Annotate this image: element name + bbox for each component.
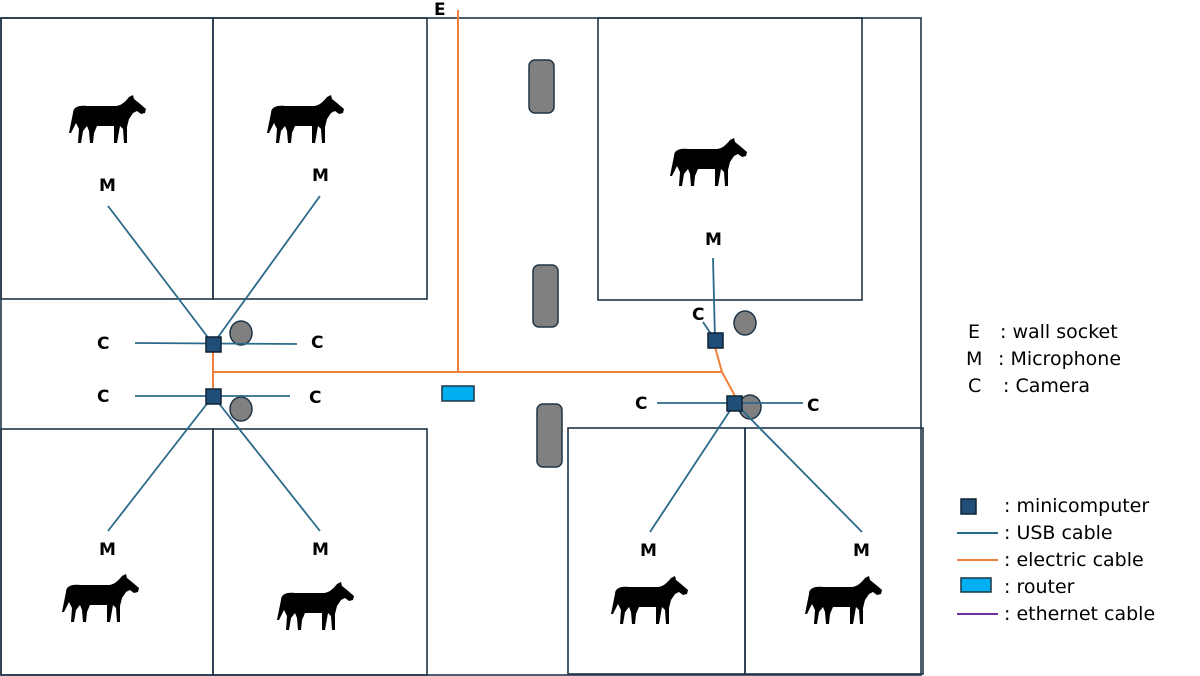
- usb-cables: [107, 195, 863, 533]
- microphone-label: M: [853, 541, 870, 561]
- horses: [62, 95, 882, 630]
- legend-letter-c: C: [968, 375, 981, 397]
- router-icon: [960, 577, 992, 593]
- stall-bottom-left-b: [212, 428, 428, 676]
- microphone-label: M: [99, 176, 116, 196]
- legend-text-microphone: : Microphone: [998, 348, 1121, 370]
- legend-text-minicomputer: : minicomputer: [1004, 495, 1149, 517]
- horse-icon: [267, 95, 344, 143]
- camera-label: C: [97, 334, 109, 354]
- stall-top-left-a: [0, 17, 214, 300]
- stall-top-left-b: [212, 17, 428, 300]
- camera-label: C: [635, 394, 647, 414]
- stall-top-right: [597, 17, 863, 301]
- electric-cable-right-a: [714, 346, 723, 373]
- horse-icon: [611, 576, 688, 624]
- minicomputers: [205, 332, 743, 412]
- camera-label: C: [309, 388, 321, 408]
- minicomputer-icon: [960, 498, 977, 515]
- legend-text-wall-socket: : wall socket: [1000, 321, 1118, 343]
- horse-icon: [62, 574, 139, 622]
- building-outline: [0, 17, 922, 676]
- legend-letter-e: E: [968, 321, 980, 343]
- stalls: [0, 17, 924, 676]
- wall-socket-label: E: [434, 0, 446, 20]
- microphone-label: M: [640, 541, 657, 561]
- microphone-label: M: [312, 166, 329, 186]
- electric-cable-right-b: [721, 371, 736, 397]
- obstacle-3: [536, 403, 563, 468]
- microphone-label: M: [99, 540, 116, 560]
- usb-cable: [107, 205, 214, 345]
- microphone-label: M: [705, 230, 722, 250]
- router-icon: [441, 385, 475, 402]
- legend-text-router: : router: [1004, 576, 1075, 598]
- usb-cable: [212, 395, 321, 532]
- horse-icon: [670, 138, 747, 186]
- microphone-label: M: [312, 540, 329, 560]
- obstacle-2: [532, 264, 559, 328]
- legend-symbols: E : wall socket M : Microphone C : Camer…: [966, 321, 1121, 397]
- camera-label: C: [311, 333, 323, 353]
- usb-cable: [649, 402, 736, 533]
- camera-label: C: [692, 305, 704, 325]
- camera-label: C: [97, 387, 109, 407]
- minicomputer-icon: [726, 395, 743, 412]
- obstacle-1: [528, 59, 555, 114]
- usb-cable: [212, 195, 321, 345]
- usb-cable: [734, 402, 863, 533]
- horse-icon: [69, 95, 146, 143]
- legend-text-usb-cable: : USB cable: [1004, 522, 1113, 544]
- minicomputer-icon: [707, 332, 724, 349]
- obstacle-round-2: [229, 396, 253, 422]
- minicomputer-icon: [205, 388, 222, 405]
- usb-cable: [712, 257, 716, 341]
- legend-lines: : minicomputer : USB cable : electric ca…: [957, 495, 1155, 625]
- electric-cables: [212, 10, 736, 397]
- legend-text-ethernet-cable: : ethernet cable: [1004, 603, 1155, 625]
- legend-text-camera: : Camera: [1003, 375, 1090, 397]
- obstacle-round-3: [733, 310, 757, 336]
- camera-label: C: [807, 396, 819, 416]
- horse-icon: [805, 576, 882, 624]
- legend-text-electric-cable: : electric cable: [1004, 549, 1144, 571]
- stall-bottom-right-b: [744, 427, 924, 675]
- obstacle-round-1: [229, 320, 253, 346]
- device-labels: E M M M M M M M C C C C C C C: [97, 0, 870, 561]
- legend-letter-m: M: [966, 348, 982, 370]
- horse-icon: [277, 582, 354, 630]
- usb-cable: [107, 395, 214, 532]
- outer-wall: [0, 17, 922, 676]
- minicomputer-icon: [205, 336, 222, 353]
